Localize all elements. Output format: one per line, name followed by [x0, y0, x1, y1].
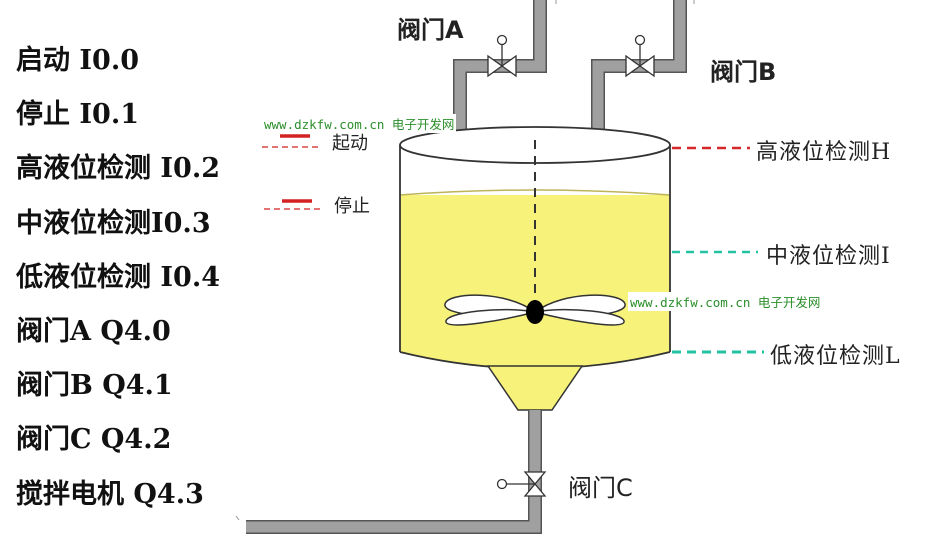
io-item-high-level: 高液位检测 I0.2: [16, 153, 221, 185]
legend-start-label: 起动: [332, 133, 368, 154]
io-item-start: 启动 I0.0: [16, 45, 140, 76]
io-assignment-list: 启动 I0.0 停止 I0.1 高液位检测 I0.2 中液位检测I0.3 低液位…: [16, 34, 220, 522]
agitator-hub: [526, 300, 544, 324]
watermark-middle: www.dzkfw.com.cn 电子开发网: [628, 292, 823, 311]
valve-a-symbol: [487, 34, 517, 78]
watermark-top: www.dzkfw.com.cn 电子开发网: [262, 114, 457, 133]
io-item-stop: 停止 I0.1: [16, 99, 140, 131]
legend-stop-label: 停止: [334, 196, 370, 217]
io-item-low-level: 低液位检测 I0.4: [16, 261, 221, 293]
pipe-a: [453, 0, 557, 143]
io-item-valve-b: 阀门B Q4.1: [16, 370, 173, 402]
io-item-valve-c: 阀门C Q4.2: [16, 424, 172, 456]
valve-c-label: 阀门C: [568, 474, 633, 502]
io-item-mixer-motor: 搅拌电机 Q4.3: [16, 478, 204, 510]
tank-funnel: [486, 365, 584, 411]
legend-stop-mark: [264, 199, 320, 210]
agitator-blades: [444, 294, 626, 326]
valve-a-label: 阀门A: [397, 16, 464, 44]
legend-start-mark: [262, 134, 320, 148]
io-item-valve-a: 阀门A Q4.0: [16, 316, 171, 348]
valve-b-label: 阀门B: [710, 58, 777, 86]
mid-level-label: 中液位检测I: [766, 244, 891, 269]
low-level-label: 低液位检测L: [770, 344, 901, 369]
valve-b-symbol: [625, 34, 655, 78]
outlet-pipe: [235, 410, 542, 534]
io-item-mid-level: 中液位检测I0.3: [16, 207, 211, 239]
pipe-b: [591, 0, 695, 143]
valve-c-symbol: [496, 471, 547, 497]
high-level-label: 高液位检测H: [756, 140, 892, 165]
